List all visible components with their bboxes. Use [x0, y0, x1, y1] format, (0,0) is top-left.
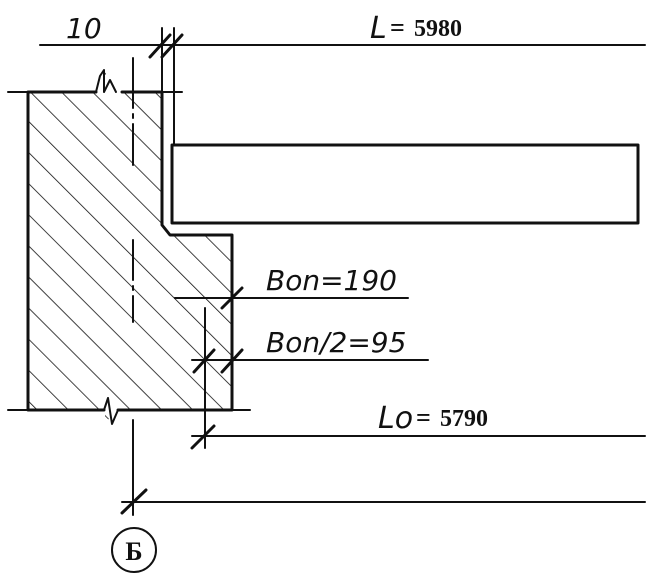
floor-slab	[170, 143, 640, 225]
design-span-symbol: Lo	[378, 401, 413, 436]
wall-outline	[26, 90, 234, 412]
break-mark-bottom	[103, 397, 119, 425]
dimension-support-length: Bon=190	[174, 264, 409, 310]
span-symbol: L	[370, 11, 387, 46]
design-span-value: 5790	[440, 406, 488, 432]
dimension-axis-bottom	[120, 488, 646, 515]
axis-line: Б	[111, 57, 157, 573]
axis-label: Б	[125, 537, 142, 566]
wall-hatch	[28, 66, 232, 422]
support-length-label: Bon=190	[266, 264, 397, 297]
dimension-half-support: Bon/2=95	[191, 307, 429, 449]
design-span-equals: =	[416, 403, 431, 432]
extension-lines	[7, 91, 251, 411]
span-equals: =	[390, 13, 405, 42]
wall-section	[26, 66, 234, 425]
gap-dimension-label: 10	[66, 12, 102, 45]
break-mark-top	[95, 69, 117, 93]
dimension-design-span: Lo = 5790	[190, 401, 646, 450]
dimension-span-top: 10 L = 5980	[39, 11, 646, 146]
half-support-label: Bon/2=95	[266, 326, 406, 359]
span-value: 5980	[414, 16, 462, 42]
axis-bubble	[111, 527, 157, 573]
